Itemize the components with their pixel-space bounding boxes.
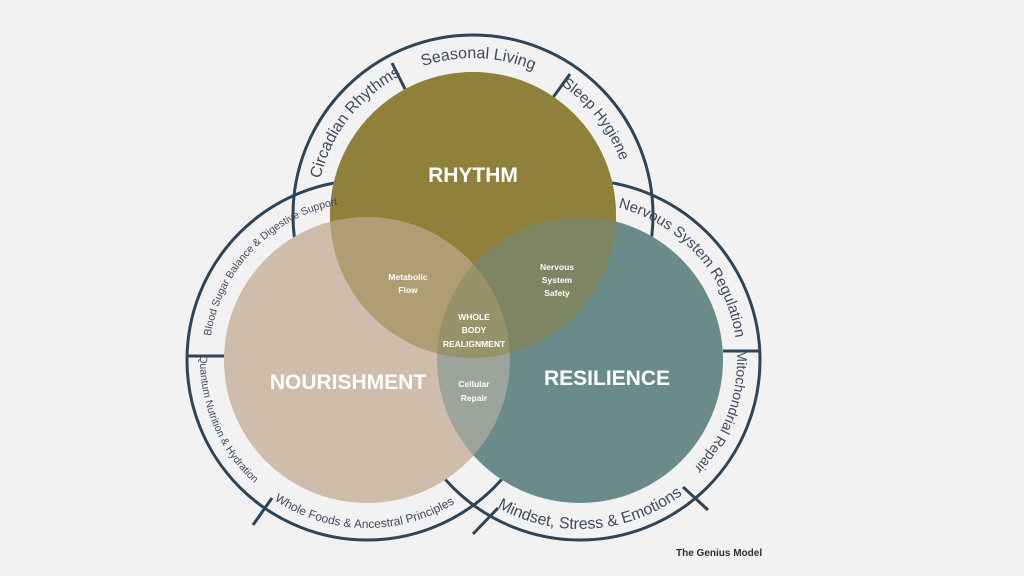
nourishment-label: NOURISHMENT [270,371,427,394]
resilience-label: RESILIENCE [544,367,670,390]
overlap-cellular-repair: Cellular Repair [458,379,490,403]
overlap-text: BODY [462,325,487,335]
ring-label-text: Seasonal Living [419,45,538,74]
overlap-text: Nervous [540,262,574,272]
divider [681,485,710,512]
rhythm-label: RHYTHM [428,164,518,187]
overlap-nervous-system-safety: Nervous System Safety [540,262,574,298]
overlap-text: System [542,275,573,285]
overlap-text: WHOLE [458,312,490,322]
overlap-text: REALIGNMENT [443,339,506,349]
overlap-text: Metabolic [388,272,427,282]
overlap-text: Cellular [458,379,490,389]
overlap-text: Flow [398,285,418,295]
overlap-text: Repair [461,393,488,403]
ring-label-seasonal: Seasonal Living [419,45,538,74]
divider [471,506,500,536]
brand-label: The Genius Model [676,548,763,559]
overlap-text: Safety [544,288,570,298]
divider [251,497,274,526]
overlap-metabolic-flow: Metabolic Flow [388,272,427,295]
overlap-whole-body-realignment: WHOLE BODY REALIGNMENT [443,312,506,349]
ring-dividers [186,62,760,536]
